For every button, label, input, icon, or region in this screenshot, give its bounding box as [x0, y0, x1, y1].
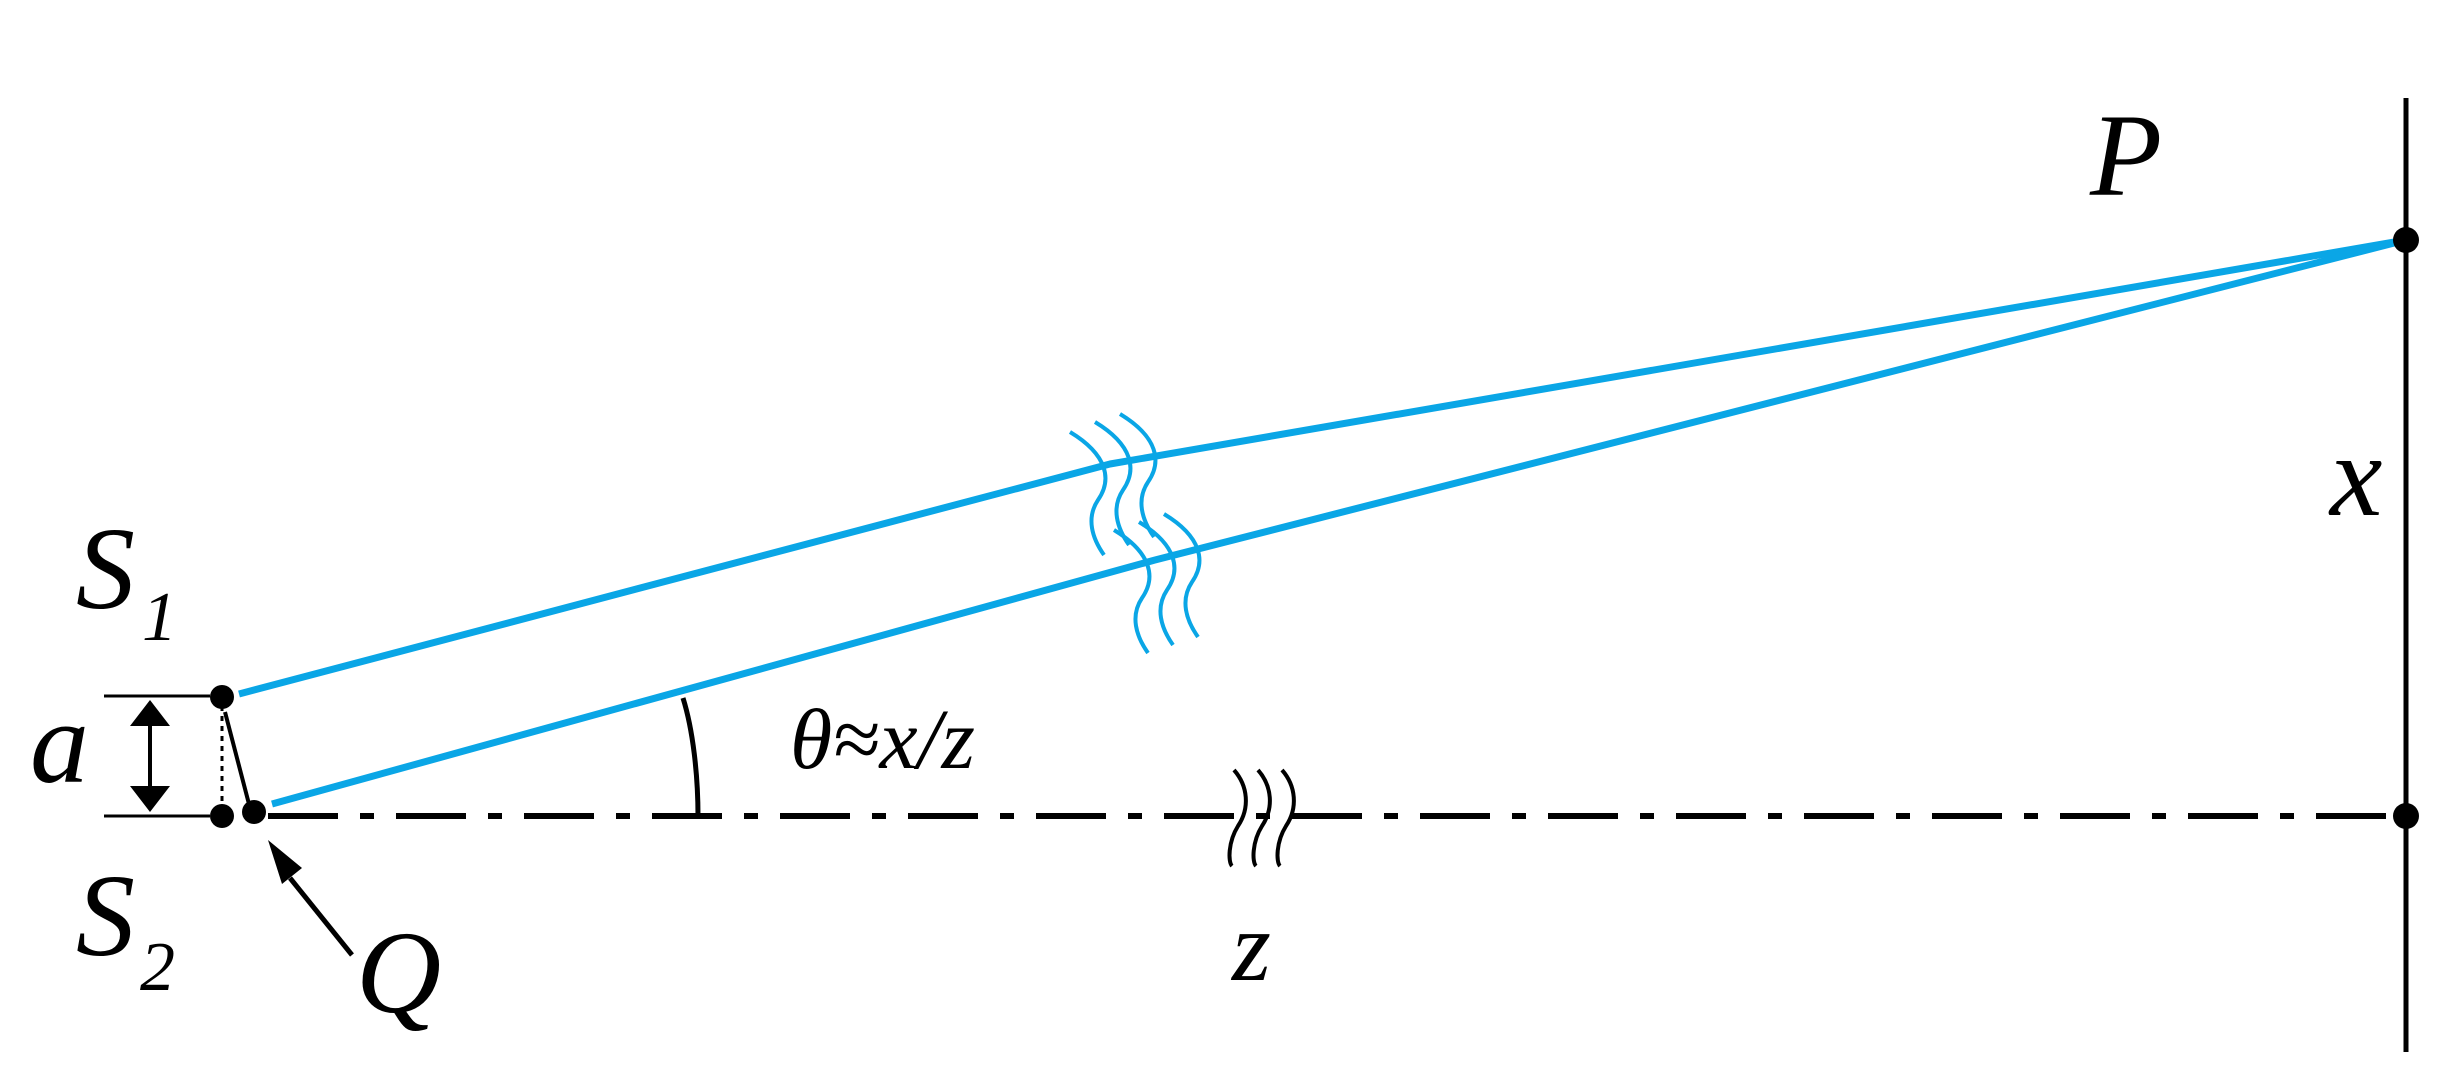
label-s2-subscript: 2 [140, 929, 175, 1006]
point-s1 [210, 685, 234, 709]
axis-break-marks [1227, 768, 1296, 868]
point-q [242, 800, 266, 824]
q-pointer-arrow [268, 840, 354, 957]
label-p: P [2089, 90, 2162, 221]
s1-to-q-segment [223, 711, 252, 809]
label-s1-subscript: 1 [142, 579, 177, 656]
label-z: z [1230, 891, 1271, 1002]
point-screen-center [2393, 803, 2419, 829]
point-p [2393, 227, 2419, 253]
label-q: Q [356, 907, 441, 1038]
ray-s2-to-p [271, 236, 2407, 808]
ray-break-marks [1068, 412, 1202, 655]
label-theta-approx: θ≈x/z [790, 691, 975, 787]
label-s2: S [76, 850, 135, 981]
label-x: x [2328, 410, 2382, 541]
label-a: a [30, 677, 89, 808]
ray-s1-to-p [238, 236, 2407, 698]
separation-a-marker [104, 694, 210, 818]
point-s2 [210, 804, 234, 828]
theta-arc [680, 697, 701, 817]
rays [238, 236, 2407, 808]
label-s1: S [76, 503, 135, 634]
